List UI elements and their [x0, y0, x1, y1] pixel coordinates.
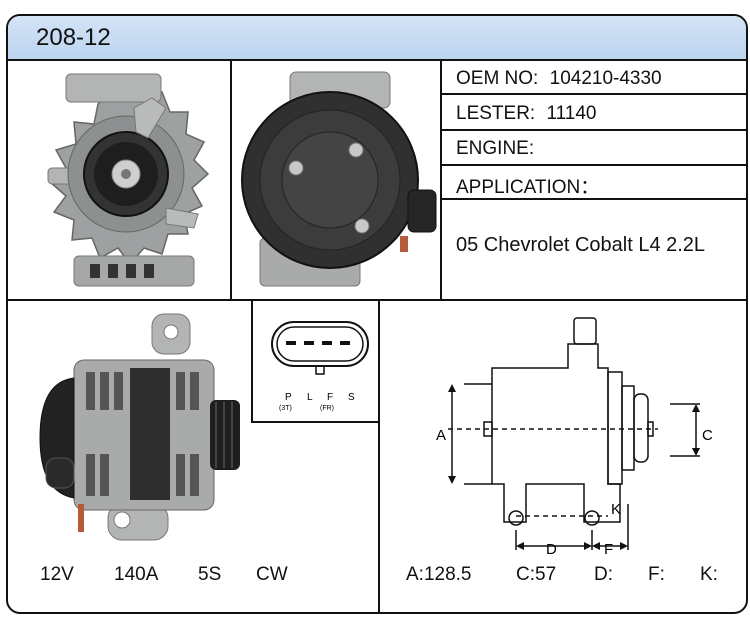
oem-value: 104210-4330: [549, 68, 662, 89]
header-bar: 208-12: [8, 16, 746, 61]
dim-label-f: F: [604, 541, 613, 554]
pulley-type: 5S: [198, 564, 222, 585]
connector-box-left: [251, 301, 253, 423]
dim-label-a: A: [436, 427, 446, 444]
dimension-drawing: A C D F K: [436, 317, 713, 554]
divider-spec-4: [440, 198, 746, 200]
alternator-side-photo: [39, 313, 240, 541]
lester-value: 11140: [546, 103, 597, 124]
dim-label-k: K: [611, 501, 621, 518]
dimension-c: C:57: [516, 564, 557, 585]
rotation: CW: [256, 564, 288, 585]
divider-bottom-v1: [378, 301, 380, 612]
spec-sheet: 208-12 OEM NO: 104210-4330 LESTER: 11140…: [6, 14, 748, 614]
oem-label: OEM NO:: [456, 68, 539, 89]
connector-box-bottom: [251, 421, 380, 423]
voltage: 12V: [40, 564, 74, 585]
lester-row: LESTER: 11140: [456, 103, 597, 125]
part-number: 208-12: [36, 24, 111, 51]
engine-row: ENGINE:: [456, 138, 534, 160]
engine-label: ENGINE:: [456, 138, 535, 159]
pin-label-f: F: [327, 392, 333, 403]
divider-spec-1: [440, 93, 746, 95]
lester-label: LESTER:: [456, 103, 536, 124]
divider-top-v1: [230, 59, 232, 299]
pin-label-l: L: [307, 392, 313, 403]
application-value: 05 Chevrolet Cobalt L4 2.2L: [456, 234, 706, 256]
application-row: APPLICATION：: [456, 172, 599, 199]
divider-spec-2: [440, 129, 746, 131]
divider-spec-3: [440, 164, 746, 166]
pin-sub-label-f: (FR): [320, 405, 334, 412]
application-label: APPLICATION：: [456, 177, 600, 198]
pin-label-s: S: [348, 392, 355, 403]
connector-plug-diagram: P L F S (3T) (FR): [271, 321, 369, 412]
amperage: 140A: [114, 564, 159, 585]
dimension-f: F:: [648, 564, 665, 585]
dimension-d: D:: [594, 564, 613, 585]
dim-label-c: C: [702, 427, 713, 444]
oem-row: OEM NO: 104210-4330: [456, 68, 662, 90]
dimension-a: A:128.5: [406, 564, 472, 585]
alternator-front-photo: [47, 73, 210, 287]
divider-middle-horizontal: [8, 299, 746, 301]
alternator-rear-photo: [241, 71, 437, 287]
dim-label-d: D: [546, 541, 557, 554]
pin-sub-label-p: (3T): [279, 405, 292, 412]
pin-label-p: P: [285, 392, 292, 403]
divider-top-v2: [440, 59, 442, 299]
dimension-k: K:: [700, 564, 718, 585]
